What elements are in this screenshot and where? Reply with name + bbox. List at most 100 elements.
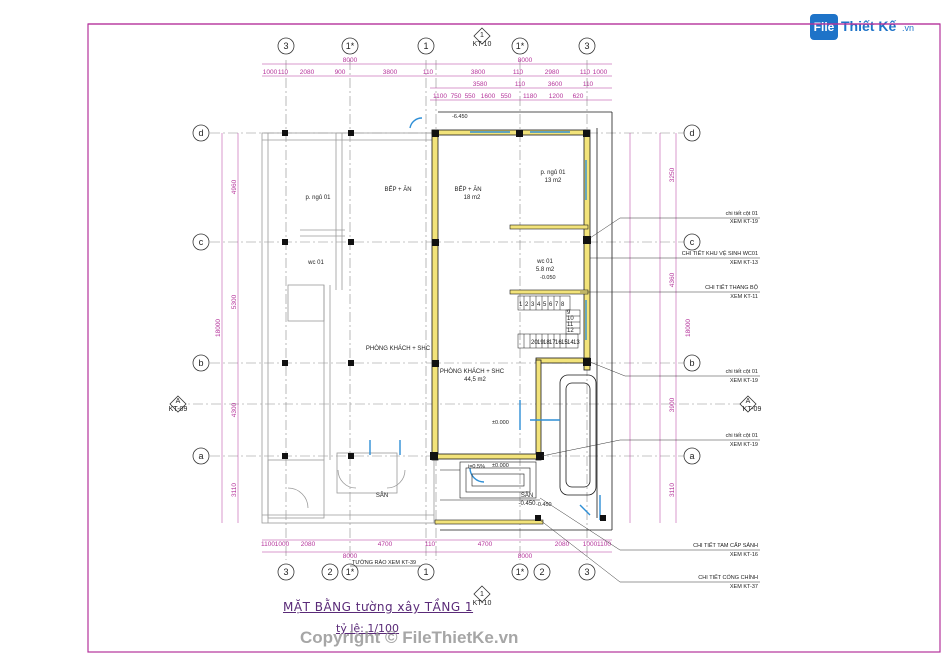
callout-ref: XEM KT-37 <box>730 584 758 590</box>
callout-leaders <box>539 217 760 583</box>
grid-col-label: 1 <box>423 567 428 577</box>
dim-right: 3900 <box>669 397 676 412</box>
logo-box-icon: File <box>810 14 838 40</box>
dimension-texts: 8000 8000 1000 110 2080 900 3800 110 380… <box>261 57 611 560</box>
room-name: PHÒNG KHÁCH + SHC <box>440 368 505 375</box>
stair-step-label: 18 <box>543 340 550 346</box>
drawing-scale: tỷ lệ: 1/100 <box>336 622 400 635</box>
dim-bottom: 1000 <box>275 541 290 548</box>
callout-text: CHI TIẾT CỔNG CHÍNH <box>698 574 758 581</box>
callout-text: chi tiết cột 01 <box>726 433 758 439</box>
stair-step-label: 14 <box>567 340 574 346</box>
dim-top-3: 1600 <box>481 93 496 100</box>
copyright-watermark: Copyright © FileThietKe.vn <box>300 628 519 647</box>
dim-top-1: 3800 <box>383 69 398 76</box>
room-name: SÂN <box>521 492 533 499</box>
room-area: 13 m2 <box>545 178 562 184</box>
grid-row-label: b <box>198 358 203 368</box>
level-mark: ±0.000 <box>492 463 509 469</box>
columns <box>282 130 606 521</box>
grid-row-label: a <box>689 451 694 461</box>
drawing-title: MẶT BẰNG tường xây TẦNG 1 <box>283 600 474 614</box>
stair-step-label: 17 <box>549 340 556 346</box>
windows <box>369 117 601 520</box>
dim-top-1: 110 <box>423 69 434 76</box>
callout-text: CHI TIẾT KHU VỆ SINH WC01 <box>682 249 758 257</box>
brand-logo: File Thiết Kế .vn <box>810 14 922 40</box>
stair-step-label: 8 <box>561 302 565 308</box>
dim-top-2: 3600 <box>548 81 563 88</box>
room-name: p. ngủ 01 <box>540 169 566 176</box>
dim-top-1: 2980 <box>545 69 560 76</box>
room-labels: p. ngủ 01 BẾP + ĂN BẾP + ĂN 18 m2 p. ngủ… <box>305 169 566 507</box>
grid-row-label: b <box>689 358 694 368</box>
level-mark: ±0.000 <box>492 420 509 426</box>
stair-step-numbers: 1 2 3 4 5 6 7 8 9 10 11 12 13 14 15 16 1… <box>519 302 580 346</box>
stair-step-label: 4 <box>537 302 541 308</box>
grid-col-label: 3 <box>584 41 589 51</box>
dim-top-1: 900 <box>335 69 346 76</box>
dim-top-3: 1100 <box>433 93 447 100</box>
grid-col-label: 3 <box>283 567 288 577</box>
grid-col-label: 1* <box>516 567 525 577</box>
dim-top-1: 110 <box>278 69 289 76</box>
level-mark: -0.450 <box>536 502 552 508</box>
logo-text: Thiết Kế <box>841 18 897 34</box>
room-area: 44,5 m2 <box>464 377 486 383</box>
callout-ref: XEM KT-13 <box>730 260 758 266</box>
dim-top-3: 750 <box>451 93 462 100</box>
logo-domain: .vn <box>902 23 915 33</box>
stair-step-label: 7 <box>555 302 559 308</box>
dim-right: 4360 <box>669 272 676 287</box>
room-area: 18 m2 <box>464 195 481 201</box>
stair-step-label: 16 <box>555 340 562 346</box>
grid-bubbles-rows <box>192 124 701 465</box>
room-area: -0.450 <box>518 501 536 507</box>
dim-right: 3110 <box>669 483 676 497</box>
section-ref: KT-09 <box>169 406 188 413</box>
dim-top-2: 110 <box>583 81 594 88</box>
section-label: 1 <box>480 591 484 598</box>
callout-text: chi tiết cột 01 <box>726 211 758 217</box>
callout-text: CHI TIẾT THANG BỘ <box>705 284 759 291</box>
dim-bottom: 2080 <box>301 541 316 548</box>
stair-step-label: 6 <box>549 302 553 308</box>
dim-top-3: 1200 <box>549 93 564 100</box>
callout-ref: XEM KT-16 <box>730 552 758 558</box>
grid-col-label: 2 <box>327 567 332 577</box>
dim-bottom: 1000 <box>583 541 598 548</box>
dim-bottom: 1100 <box>597 541 611 548</box>
dim-bottom: 1100 <box>261 541 275 548</box>
stair-step-label: 15 <box>561 340 568 346</box>
grid-col-label: 1 <box>423 41 428 51</box>
dim-right: 3250 <box>669 167 676 182</box>
room-name: p. ngủ 01 <box>305 194 331 201</box>
room-name: BẾP + ĂN <box>454 186 481 193</box>
stair-step-label: 11 <box>567 322 574 328</box>
section-ref: KT-10 <box>473 600 492 607</box>
dim-left-total: 18000 <box>215 319 222 337</box>
stair-step-label: 20 <box>531 340 538 346</box>
grid-col-label: 3 <box>283 41 288 51</box>
grid-col-label: 2 <box>539 567 544 577</box>
section-markers <box>169 27 757 603</box>
dim-left: 4960 <box>231 179 238 194</box>
grid-row-label: d <box>689 128 694 138</box>
dim-top-3: 620 <box>573 93 584 100</box>
dim-right-total: 18000 <box>685 319 692 337</box>
dimension-texts-vertical: 4960 5300 4300 3110 18000 3250 4360 3900… <box>215 167 692 497</box>
callout-ref: XEM KT-19 <box>730 442 758 448</box>
callout-ref: XEM KT-19 <box>730 378 758 384</box>
stair-step-label: 12 <box>567 328 574 334</box>
dim-bottom: 2080 <box>555 541 570 548</box>
stair-step-label: 3 <box>531 302 535 308</box>
stair-step-label: 5 <box>543 302 547 308</box>
room-area: 5.8 m2 <box>536 267 555 273</box>
right-boundary <box>438 111 613 531</box>
fence-note: TƯỜNG RÀO XEM KT-39 <box>350 559 420 567</box>
dim-left: 3110 <box>231 483 238 497</box>
room-name: BẾP + ĂN <box>384 186 411 193</box>
dim-top-1: 2080 <box>300 69 315 76</box>
dim-total-bottom: 8000 <box>343 553 358 560</box>
